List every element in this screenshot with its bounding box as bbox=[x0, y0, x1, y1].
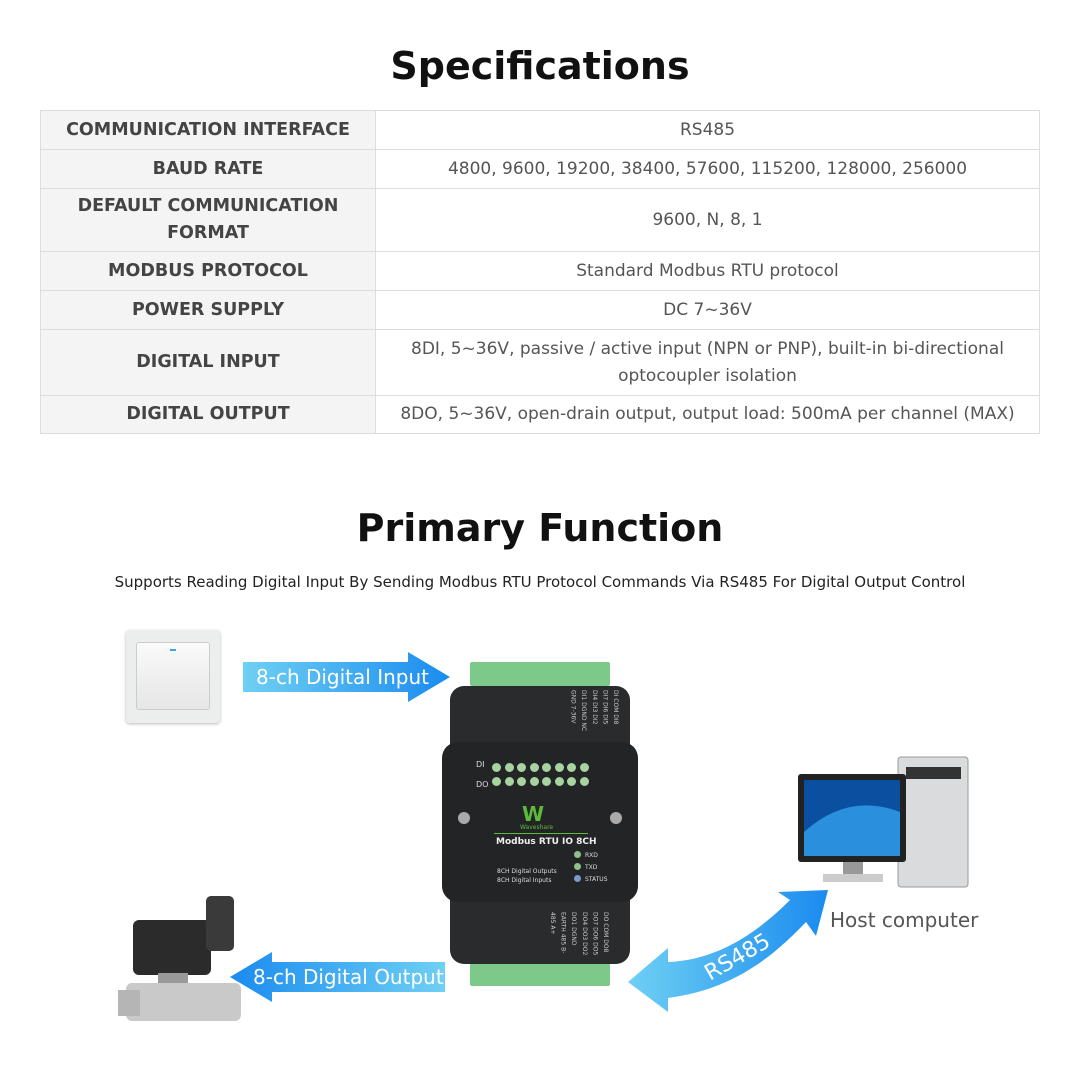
do-label: DO bbox=[476, 780, 489, 789]
led-indicator bbox=[567, 777, 576, 786]
host-computer-label: Host computer bbox=[830, 908, 979, 932]
digital-output-label: 8-ch Digital Output bbox=[253, 965, 444, 989]
modbus-io-device: DI COM DI8 DI7 DI6 DI5 DI4 DI3 DI2 DI1 D… bbox=[442, 662, 638, 986]
txd-label: TXD bbox=[585, 864, 598, 871]
led-indicator bbox=[517, 763, 526, 772]
spec-key: DEFAULT COMMUNICATION FORMAT bbox=[40, 188, 376, 252]
digital-input-label: 8-ch Digital Input bbox=[256, 665, 429, 689]
spec-value: 9600, N, 8, 1 bbox=[375, 188, 1040, 252]
spec-key: COMMUNICATION INTERFACE bbox=[40, 110, 376, 150]
bottom-pin-labels: DO COM DO8 DO7 DO6 DO5 DO4 DO3 DO2 DO1 D… bbox=[549, 912, 609, 956]
led-indicator bbox=[492, 763, 501, 772]
primary-function-subtitle: Supports Reading Digital Input By Sendin… bbox=[114, 573, 966, 591]
spec-value: 8DO, 5~36V, open-drain output, output lo… bbox=[375, 395, 1040, 434]
rs485-arrow bbox=[628, 890, 828, 1012]
digital-output-arrow bbox=[230, 952, 445, 1002]
led-indicator bbox=[542, 763, 551, 772]
inputs-label: 8CH Digital Inputs bbox=[497, 877, 552, 884]
led-indicator bbox=[504, 763, 514, 772]
solenoid-valve-image bbox=[118, 896, 241, 1021]
led-indicator bbox=[529, 763, 539, 772]
outputs-label: 8CH Digital Outputs bbox=[497, 868, 557, 875]
host-computer-image bbox=[798, 756, 969, 888]
led-indicator bbox=[542, 777, 551, 786]
spec-value: DC 7~36V bbox=[375, 290, 1040, 330]
brand-label: Waveshare bbox=[520, 824, 554, 831]
status-led bbox=[574, 863, 581, 870]
primary-function-title: Primary Function bbox=[356, 506, 724, 550]
led-indicator bbox=[492, 777, 501, 786]
spec-key: DIGITAL OUTPUT bbox=[40, 395, 376, 434]
spec-value: Standard Modbus RTU protocol bbox=[375, 251, 1040, 291]
waveshare-logo: W bbox=[522, 802, 545, 826]
flow-arrows bbox=[230, 652, 828, 1012]
spec-value: RS485 bbox=[375, 110, 1040, 150]
spec-key: MODBUS PROTOCOL bbox=[40, 251, 376, 291]
led-indicator bbox=[529, 777, 539, 786]
spec-value: 4800, 9600, 19200, 38400, 57600, 115200,… bbox=[375, 149, 1040, 189]
led-indicator bbox=[517, 777, 526, 786]
wall-switch-image bbox=[126, 630, 220, 723]
rxd-label: RXD bbox=[585, 852, 598, 859]
status-led bbox=[574, 851, 581, 858]
spec-value: 8DI, 5~36V, passive / active input (NPN … bbox=[375, 329, 1040, 396]
spec-key: DIGITAL INPUT bbox=[40, 329, 376, 396]
led-indicator bbox=[554, 763, 564, 772]
top-pin-labels: DI COM DI8 DI7 DI6 DI5 DI4 DI3 DI2 DI1 D… bbox=[569, 690, 619, 732]
status-led bbox=[574, 875, 581, 882]
digital-input-arrow bbox=[243, 652, 450, 702]
spec-key: POWER SUPPLY bbox=[40, 290, 376, 330]
spec-key: BAUD RATE bbox=[40, 149, 376, 189]
led-indicator bbox=[579, 763, 589, 772]
led-indicator bbox=[567, 763, 576, 772]
di-label: DI bbox=[476, 760, 485, 769]
led-indicator bbox=[579, 777, 589, 786]
specifications-title: Specifications bbox=[390, 44, 690, 88]
led-indicator bbox=[504, 777, 514, 786]
status-label: STATUS bbox=[585, 876, 608, 883]
model-label: Modbus RTU IO 8CH bbox=[496, 837, 597, 847]
led-indicator bbox=[554, 777, 564, 786]
